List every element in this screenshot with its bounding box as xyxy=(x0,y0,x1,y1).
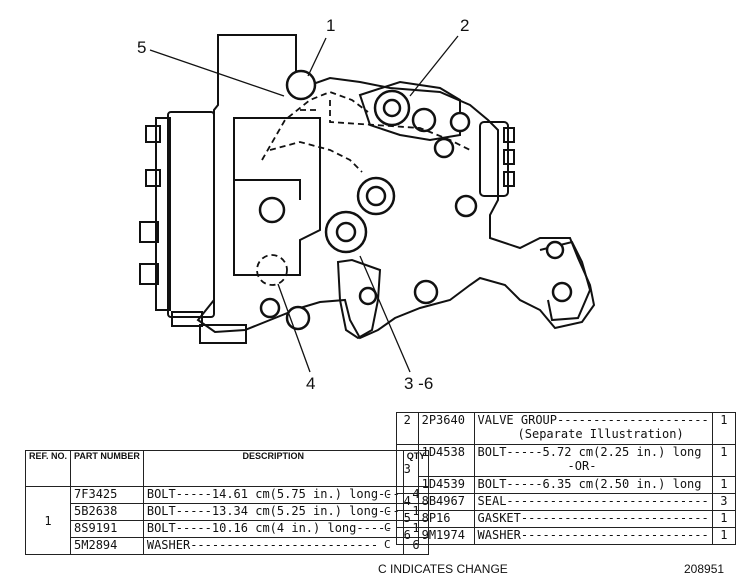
col-description: DESCRIPTION xyxy=(142,450,404,487)
quantity: 1 xyxy=(711,527,737,545)
parts-list-right: 2 2P3640 VALVE GROUP--------------------… xyxy=(396,412,737,545)
ref-cell: 1 xyxy=(24,486,72,555)
change-marker: C xyxy=(384,505,391,518)
description-note: (Separate Illustration) xyxy=(517,427,684,441)
change-marker: C xyxy=(384,488,391,501)
description: BOLT-----10.16 cm(4 in.) long----- xyxy=(142,520,404,538)
ref-cell: 3 xyxy=(396,444,419,494)
description: BOLT-----5.72 cm(2.25 in.) long -OR- xyxy=(473,444,713,477)
callout-3-6: 3 -6 xyxy=(404,374,434,393)
callout-4: 4 xyxy=(306,374,316,393)
description: VALVE GROUP--------------------- (Separa… xyxy=(473,412,713,445)
left-flange-bolts xyxy=(139,125,161,285)
part-number: 1D4539 xyxy=(417,476,475,494)
callout-2: 2 xyxy=(460,16,470,35)
ref-cell: 2 xyxy=(396,412,419,445)
col-part-number: PART NUMBER xyxy=(70,450,144,487)
change-legend: C INDICATES CHANGE xyxy=(378,562,508,576)
part-number: 1D4538 xyxy=(417,444,475,477)
table-row: 5M2894 WASHER-------------------------- … xyxy=(26,537,430,555)
part-number: 7F3425 xyxy=(70,486,144,504)
right-end-bolts xyxy=(503,127,515,187)
quantity: 1 xyxy=(711,510,737,528)
illustration-number: 208951 xyxy=(684,562,725,576)
part-number: 5M2894 xyxy=(70,537,144,555)
table-row: 6 9M1974 WASHER-------------------------… xyxy=(396,527,737,545)
table-row: 5 8P16 GASKET-------------------------- … xyxy=(396,510,737,528)
description: SEAL---------------------------- xyxy=(473,493,713,511)
change-marker: C xyxy=(384,538,391,551)
table-row: 1 7F3425 BOLT-----14.61 cm(5.75 in.) lon… xyxy=(24,486,430,555)
table-row: 1D4539 BOLT-----6.35 cm(2.50 in.) long 1 xyxy=(397,476,737,494)
part-number: 5B2638 xyxy=(70,503,144,521)
description-line: BOLT-----5.72 cm(2.25 in.) long xyxy=(477,445,702,459)
callout-5: 5 xyxy=(137,38,147,57)
col-ref-no: REF. NO. xyxy=(24,450,72,487)
part-number: 2P3640 xyxy=(417,412,475,445)
quantity: 3 xyxy=(711,493,737,511)
description-line: VALVE GROUP--------------------- xyxy=(477,413,709,427)
table-row: 2 2P3640 VALVE GROUP--------------------… xyxy=(396,412,737,445)
description: BOLT-----14.61 cm(5.75 in.) long--- xyxy=(142,486,404,504)
description: WASHER-------------------------- xyxy=(473,527,713,545)
description: BOLT-----6.35 cm(2.50 in.) long xyxy=(473,476,713,494)
description: BOLT-----13.34 cm(5.25 in.) long--- xyxy=(142,503,404,521)
description-note: -OR- xyxy=(567,459,597,473)
quantity: 1 xyxy=(711,444,737,477)
callout-1: 1 xyxy=(326,16,336,35)
ref-cell: 5 xyxy=(396,510,419,528)
table-row: 5B2638 BOLT-----13.34 cm(5.25 in.) long-… xyxy=(26,503,430,521)
quantity: 1 xyxy=(711,412,737,445)
change-marker: C xyxy=(384,521,391,534)
part-number: 8B4967 xyxy=(417,493,475,511)
part-number: 8S9191 xyxy=(70,520,144,538)
table-row: 3 1D4538 BOLT-----5.72 cm(2.25 in.) long… xyxy=(396,444,737,494)
pump-assembly-diagram xyxy=(139,34,596,373)
ref-cell: 4 xyxy=(396,493,419,511)
part-number: 9M1974 xyxy=(417,527,475,545)
part-number: 8P16 xyxy=(417,510,475,528)
table-row: 8S9191 BOLT-----10.16 cm(4 in.) long----… xyxy=(26,520,430,538)
quantity: 1 xyxy=(711,476,737,494)
description: GASKET-------------------------- xyxy=(473,510,713,528)
description: WASHER-------------------------- xyxy=(142,537,404,555)
table-row: 4 8B4967 SEAL---------------------------… xyxy=(396,493,737,511)
ref-cell: 6 xyxy=(396,527,419,545)
parts-list-left: REF. NO. PART NUMBER DESCRIPTION QTY 1 7… xyxy=(24,450,430,555)
